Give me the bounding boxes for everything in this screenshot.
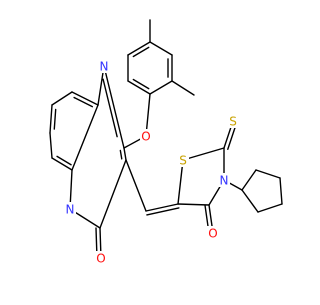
single-bond (103, 65, 125, 149)
single-bond (149, 80, 173, 95)
single-bond (149, 41, 173, 56)
double-bond-inner (132, 78, 150, 90)
single-bond (145, 203, 179, 212)
double-bond-inner (102, 78, 118, 138)
single-bond (127, 80, 151, 95)
atom-label: O (208, 227, 217, 241)
atom-label-layer: N N N O O O S S (64, 59, 239, 266)
double-bond-inner (132, 46, 150, 58)
single-bond (51, 157, 73, 171)
single-bond (177, 159, 184, 205)
bond-layer (49, 19, 283, 259)
single-bond (279, 177, 283, 205)
double-bond-inner (119, 149, 123, 160)
atom-ring-junction-n: N (64, 202, 76, 217)
atom-thiazolidine-n: N (218, 173, 230, 188)
atom-label: N (220, 174, 229, 188)
atom-label: O (141, 130, 150, 144)
atom-label: S (229, 115, 237, 129)
atom-label: S (179, 154, 187, 168)
atom-pyrimidine-n: N (98, 59, 110, 74)
double-bond-inner (146, 207, 180, 216)
single-bond (49, 104, 53, 134)
single-bond (49, 132, 53, 159)
single-bond (71, 91, 99, 106)
single-bond (171, 80, 195, 96)
molecule-canvas: N N N O O O S S (49, 19, 283, 266)
single-bond (99, 159, 127, 229)
double-bond-inner (53, 108, 57, 130)
single-bond (125, 159, 147, 212)
atom-pyrimidinone-o: O (95, 251, 107, 266)
double-bond-inner (56, 155, 72, 166)
single-bond (177, 203, 210, 206)
single-bond (182, 147, 225, 161)
atom-label: N (100, 60, 109, 74)
single-bond (127, 41, 151, 56)
atom-thione-s: S (227, 114, 239, 129)
single-bond (255, 169, 281, 179)
atom-ether-o: O (140, 129, 152, 144)
single-bond (241, 189, 259, 213)
atom-ring-s: S (177, 153, 189, 168)
single-bond (123, 147, 127, 161)
double-bond-inner (73, 96, 94, 108)
single-bond (71, 104, 99, 171)
atom-thiazolidinone-o: O (207, 226, 219, 241)
single-bond (51, 91, 73, 106)
atom-label: N (66, 203, 75, 217)
single-bond (241, 169, 257, 191)
atom-label: O (96, 252, 105, 266)
single-bond (257, 203, 283, 213)
molecule-structure: N N N O O O S S (49, 19, 283, 266)
